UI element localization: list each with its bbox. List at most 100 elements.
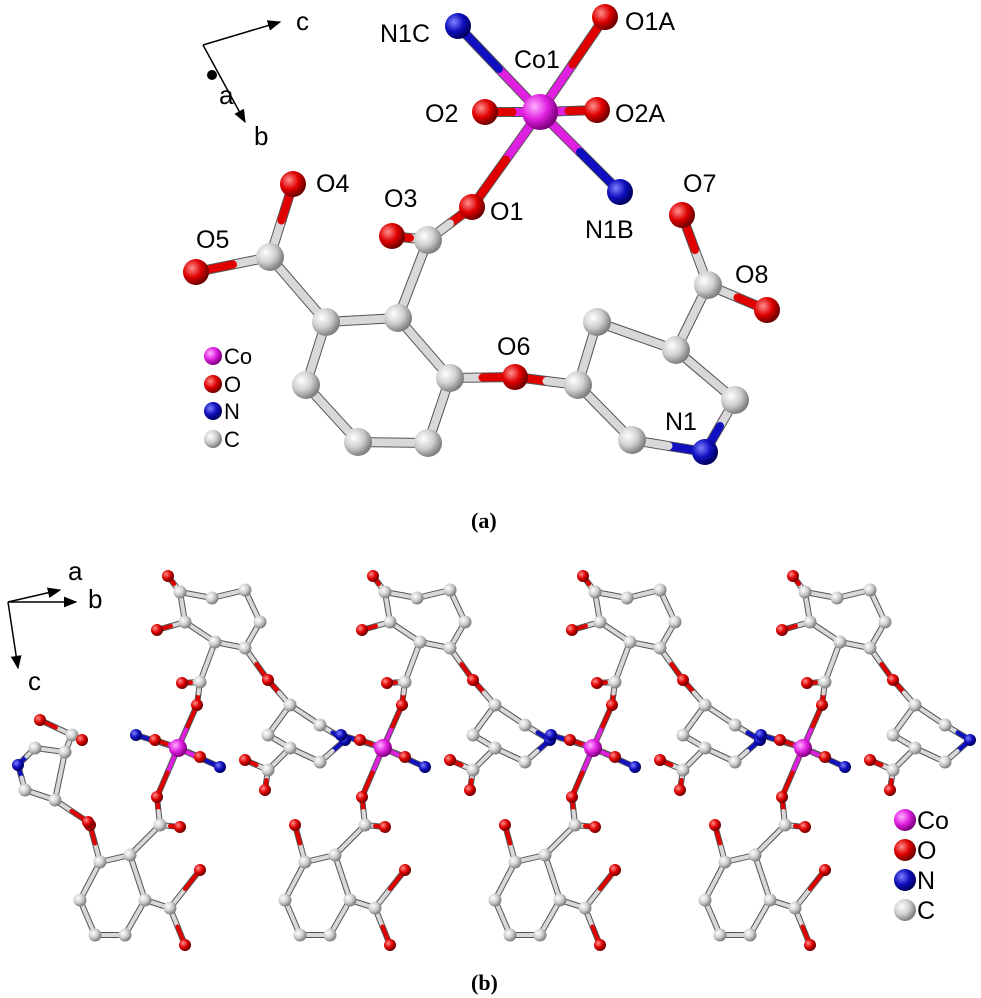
atom-o3 bbox=[379, 223, 405, 249]
atom-c9 bbox=[564, 371, 592, 399]
legend-b-n-label: N bbox=[917, 867, 935, 895]
chain-1-atom-Oa bbox=[149, 734, 161, 746]
chain-4-atom-ol6 bbox=[709, 819, 721, 831]
atom-c5 bbox=[292, 371, 320, 399]
chain-3-bond-cl8-ol4 bbox=[582, 867, 618, 911]
chain-2-atom-ou3 bbox=[381, 677, 393, 689]
atom-o2 bbox=[472, 99, 498, 125]
atom-c13 bbox=[721, 386, 749, 414]
atom-label-o7: O7 bbox=[683, 170, 716, 198]
chain-1-atom-cl4 bbox=[73, 893, 87, 907]
chain-1-atom-Ob bbox=[194, 751, 206, 763]
chain-3-atom-py5 bbox=[698, 741, 712, 755]
chain-2-atom-Nb bbox=[419, 761, 431, 773]
atom-o8 bbox=[754, 297, 780, 323]
panel-a-axis-indicator: c a b bbox=[202, 6, 309, 151]
chain-1-atom-pyc bbox=[261, 763, 275, 777]
chain-1-atom-Nb bbox=[214, 761, 226, 773]
chain-4-atom-Co bbox=[794, 739, 812, 757]
legend-n-label: N bbox=[224, 399, 240, 424]
chain-3-atom-Ou bbox=[606, 699, 618, 711]
chain-2-atom-py6 bbox=[466, 728, 480, 742]
chain-3-atom-ol3 bbox=[589, 821, 601, 833]
atom-o4 bbox=[280, 171, 306, 197]
legend-o-swatch bbox=[204, 375, 222, 393]
chain-4-atom-py5 bbox=[908, 741, 922, 755]
chain-1-atom-py5 bbox=[283, 741, 297, 755]
chain-2-atom-cl1 bbox=[358, 818, 372, 832]
chain-2-atom-py5 bbox=[488, 741, 502, 755]
atom-c10 bbox=[583, 308, 611, 336]
chain-3-atom-Nb bbox=[629, 761, 641, 773]
legend-b-c-label: C bbox=[917, 897, 935, 925]
panel-a-atoms bbox=[183, 4, 780, 465]
legend-b-co-swatch bbox=[894, 809, 916, 831]
atom-c3 bbox=[312, 308, 340, 336]
chain-2-atom-po2 bbox=[464, 784, 476, 796]
chain-2-atom-cu7 bbox=[458, 615, 472, 629]
chain-2-atom-cl5 bbox=[293, 928, 307, 942]
axis-label-a: a bbox=[219, 80, 234, 110]
frag-left-bond-hc bbox=[52, 749, 68, 803]
chain-4-atom-ou5 bbox=[776, 624, 788, 636]
chain-unit-3-atoms bbox=[488, 570, 766, 951]
axis-label-c-b: c bbox=[28, 666, 41, 696]
chain-4-atom-py6 bbox=[886, 728, 900, 742]
chain-4-bond-cl7-cl2 bbox=[752, 852, 773, 903]
axis-label-c: c bbox=[296, 6, 309, 36]
chain-3-bond-cl7-cl2 bbox=[542, 852, 563, 903]
chain-3-atom-cu2 bbox=[623, 635, 637, 649]
chain-2-bond-cl7-cl2 bbox=[332, 852, 353, 903]
chain-4-atom-cu6 bbox=[863, 583, 877, 597]
chain-4-atom-cl8 bbox=[788, 901, 802, 915]
chain-2-atom-cl8 bbox=[368, 901, 382, 915]
chain-4-atom-cl4 bbox=[698, 893, 712, 907]
chain-1-atom-Ou bbox=[191, 699, 203, 711]
chain-3-atom-ol4 bbox=[609, 864, 621, 876]
frag-left-atom-g bbox=[18, 783, 32, 797]
atom-c11 bbox=[662, 336, 690, 364]
chain-4-atom-cu8 bbox=[863, 641, 877, 655]
chain-2-atom-cl4 bbox=[278, 893, 292, 907]
chain-unit-4-atoms bbox=[698, 570, 976, 951]
atom-label-o5: O5 bbox=[196, 226, 229, 254]
chain-3-atom-cl8 bbox=[578, 901, 592, 915]
chain-3-atom-cl1 bbox=[568, 818, 582, 832]
legend-c-swatch bbox=[204, 430, 222, 448]
atom-co1 bbox=[522, 94, 558, 130]
chain-1-atom-cl7 bbox=[138, 893, 152, 907]
chain-2-atom-ol5 bbox=[384, 939, 396, 951]
chain-3-atom-po1 bbox=[654, 754, 666, 766]
chain-4-atom-cu1 bbox=[818, 675, 832, 689]
chain-3-atom-cu7 bbox=[668, 615, 682, 629]
chain-2-atom-po1 bbox=[444, 754, 456, 766]
atom-o2a bbox=[584, 97, 610, 123]
chain-1-atom-ou4 bbox=[162, 570, 174, 582]
atom-c8 bbox=[436, 364, 464, 392]
chain-2-atom-ou5 bbox=[356, 624, 368, 636]
atom-c4 bbox=[256, 243, 284, 271]
chain-unit-1-atoms bbox=[73, 570, 351, 951]
chain-4-atom-py4 bbox=[938, 755, 952, 769]
chain-3-atom-ol6 bbox=[499, 819, 511, 831]
panel-b-axis-indicator: a b c bbox=[7, 556, 102, 696]
chain-2-atom-ou4 bbox=[367, 570, 379, 582]
legend-b-c-swatch bbox=[894, 899, 916, 921]
chain-3-atom-cu4 bbox=[588, 585, 602, 599]
axis-label-b-b: b bbox=[88, 584, 102, 614]
legend-b-n-swatch bbox=[894, 869, 916, 891]
legend-b-o-label: O bbox=[917, 837, 936, 865]
chain-3-atom-ou3 bbox=[591, 677, 603, 689]
chain-1-bond-cl7-cl2 bbox=[127, 852, 148, 903]
atom-c12 bbox=[694, 271, 722, 299]
chain-3-atom-cu1 bbox=[608, 675, 622, 689]
chain-2-atom-ol3 bbox=[379, 821, 391, 833]
chain-1-bond-cl8-ol4 bbox=[167, 867, 203, 911]
atom-c7 bbox=[414, 429, 442, 457]
chain-4-atom-cu2 bbox=[833, 635, 847, 649]
chain-1-atom-cu4 bbox=[173, 585, 187, 599]
chain-1-atom-po1 bbox=[239, 754, 251, 766]
legend-o-label: O bbox=[224, 372, 241, 397]
chain-4-atom-po2 bbox=[884, 784, 896, 796]
chain-4-atom-ou3 bbox=[801, 677, 813, 689]
